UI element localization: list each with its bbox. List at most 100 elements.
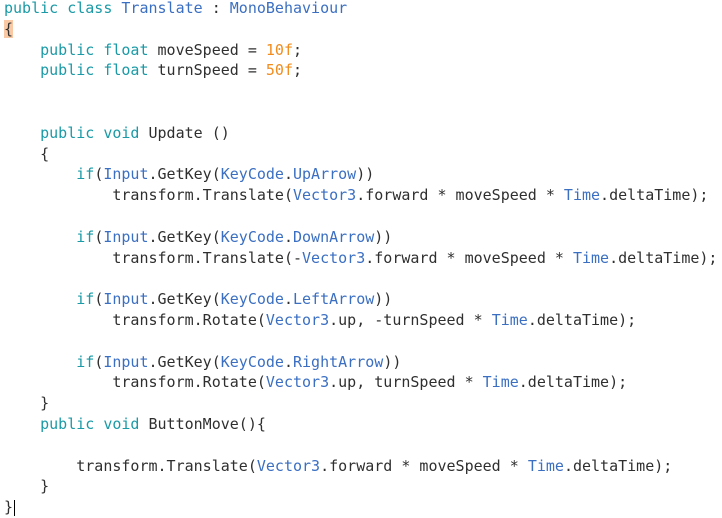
code-text: ; [293,40,303,59]
code-text: } [4,477,50,496]
code-text: ( [94,352,104,371]
code-line[interactable] [4,102,717,123]
code-line[interactable]: { [4,144,717,165]
code-text: .forward * moveSpeed * [365,248,573,267]
type-token: Vector3 [256,456,321,475]
type-token: Time [563,186,601,205]
type-token: KeyCode [220,227,284,246]
code-text: transform.Translate( [4,456,257,475]
code-line[interactable] [4,331,717,352]
type-token: Time [491,310,528,329]
type-token: UpArrow [293,165,357,184]
code-line[interactable]: transform.Translate(Vector3.forward * mo… [4,456,717,477]
type-token: DownArrow [293,227,375,246]
code-line[interactable]: transform.Translate(Vector3.forward * mo… [4,185,717,206]
code-line[interactable]: if(Input.GetKey(KeyCode.RightArrow)) [4,352,717,373]
type-token: Vector3 [302,248,366,267]
type-token: Input [103,290,149,309]
keyword-token: public [40,414,95,433]
code-text: .deltaTime); [518,373,628,392]
code-line[interactable]: if(Input.GetKey(KeyCode.LeftArrow)) [4,289,717,310]
keyword-token: public [4,0,59,17]
code-text [94,124,103,142]
keyword-token: if [76,227,95,246]
code-line[interactable] [4,81,717,102]
code-text: )) [356,165,375,184]
code-line[interactable] [4,206,717,227]
code-text [4,290,76,308]
code-text: Update () [139,123,230,142]
code-line[interactable]: if(Input.GetKey(KeyCode.DownArrow)) [4,227,717,248]
code-text: ( [94,227,104,246]
code-line[interactable]: public void ButtonMove(){ [4,414,717,435]
code-text [4,353,76,371]
code-text: { [4,144,50,163]
code-text [4,415,40,433]
code-line[interactable]: public float moveSpeed = 10f; [4,40,717,61]
code-text: )) [374,227,393,246]
code-line[interactable] [4,268,717,289]
code-line[interactable]: transform.Rotate(Vector3.up, turnSpeed *… [4,372,717,393]
code-text: .up, turnSpeed * [329,373,483,392]
code-text: turnSpeed = [148,61,266,80]
code-text: .forward * moveSpeed * [356,186,564,205]
code-text [4,124,40,142]
type-token: LeftArrow [293,290,375,309]
code-line[interactable]: { [4,19,717,40]
code-text: ( [94,290,104,309]
code-text: . [283,227,293,246]
code-text: .GetKey( [148,352,221,371]
code-editor[interactable]: public class Translate : MonoBehaviour{ … [4,0,717,518]
highlighted-brace: { [4,19,14,38]
code-text [4,228,76,246]
code-line[interactable]: } [4,393,717,414]
type-token: Time [527,456,564,475]
keyword-token: float [103,61,149,80]
number-token: 10f [265,40,293,59]
code-text: transform.Rotate( [4,310,266,329]
type-token: Vector3 [265,310,330,329]
text-cursor [14,499,16,516]
keyword-token: void [103,414,140,433]
code-text: .GetKey( [148,227,221,246]
code-text: .deltaTime); [609,248,718,267]
code-text: .up, -turnSpeed * [329,310,492,329]
type-token: Translate [121,0,203,17]
code-text: .deltaTime); [527,310,637,329]
code-line[interactable]: } [4,497,717,518]
type-token: Time [482,373,519,392]
code-text [94,61,103,79]
keyword-token: void [103,123,140,142]
code-text: } [4,498,14,517]
keyword-token: public [40,123,95,142]
keyword-token: public [40,61,95,80]
type-token: Input [103,165,149,184]
code-text: )) [383,352,402,371]
code-text: )) [374,290,393,309]
code-line[interactable]: public void Update () [4,123,717,144]
keyword-token: class [67,0,113,17]
code-text: ButtonMove(){ [139,414,266,433]
code-text: .GetKey( [148,290,221,309]
code-line[interactable] [4,435,717,456]
code-line[interactable]: public class Translate : MonoBehaviour [4,0,717,19]
code-line[interactable]: transform.Translate(-Vector3.forward * m… [4,248,717,269]
type-token: Input [103,352,149,371]
code-line[interactable]: } [4,476,717,497]
code-text [58,0,67,17]
code-text [94,415,103,433]
code-text: transform.Translate(- [4,248,303,267]
type-token: Time [572,248,610,267]
keyword-token: if [76,290,95,309]
code-text: ; [293,61,303,80]
code-text: .GetKey( [148,165,221,184]
keyword-token: if [76,165,95,184]
code-line[interactable]: transform.Rotate(Vector3.up, -turnSpeed … [4,310,717,331]
code-text: . [283,290,293,309]
code-text [4,41,40,59]
code-line[interactable]: if(Input.GetKey(KeyCode.UpArrow)) [4,164,717,185]
code-line[interactable]: public float turnSpeed = 50f; [4,60,717,81]
type-token: Vector3 [292,186,357,205]
keyword-token: public [40,40,95,59]
type-token: KeyCode [220,165,284,184]
